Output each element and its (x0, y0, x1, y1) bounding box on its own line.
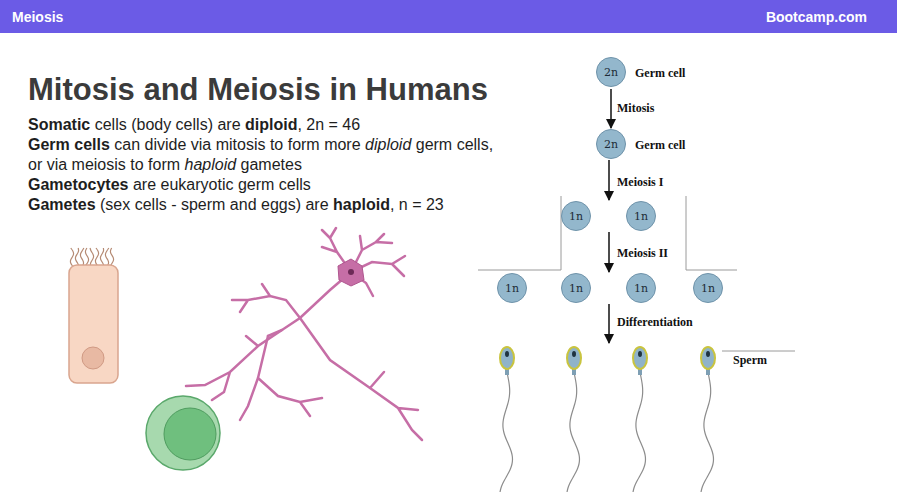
neuron-soma (338, 259, 364, 286)
cilia (70, 248, 113, 266)
term: Gametocytes (28, 176, 129, 193)
emphasis: haploid (184, 156, 236, 173)
body-phrase: , 2n = 46 (297, 116, 360, 133)
ciliated-cell (69, 265, 118, 383)
stage-label: Meiosis II (617, 246, 668, 261)
body-line: Somatic cells (body cells) are diploid, … (28, 115, 506, 135)
cilium (110, 248, 113, 266)
cell-circle: 1n (497, 273, 527, 303)
stage-label: Mitosis (617, 101, 654, 116)
term: Germ cells (28, 136, 110, 153)
sperm-cells (500, 347, 715, 492)
ploidy-label: 1n (634, 210, 648, 223)
cilium (75, 248, 79, 266)
body-phrase: can divide via mitosis to form more (110, 136, 365, 153)
ploidy-label: 1n (569, 282, 583, 295)
ploidy-label: 1n (634, 282, 648, 295)
cilium (95, 248, 98, 266)
neuron (186, 228, 422, 440)
cell-name: Germ cell (635, 138, 685, 153)
ploidy-label: 2n (604, 66, 618, 79)
cell-name: Germ cell (635, 66, 685, 81)
sperm-cell (633, 347, 647, 492)
body-phrase: gametes (236, 156, 302, 173)
cell-circle: 1n (561, 273, 591, 303)
body-line: Gametocytes are eukaryotic germ cells (28, 175, 506, 195)
frame-line (478, 196, 795, 351)
round-cell-nucleus (164, 408, 216, 460)
cilium (80, 248, 83, 266)
cilium (85, 248, 88, 266)
term: Somatic (28, 116, 90, 133)
header-site: Bootcamp.com (766, 9, 867, 25)
cell-nucleus (82, 347, 104, 369)
ploidy-label: 1n (505, 282, 519, 295)
body-phrase: , n = 23 (390, 196, 444, 213)
term: haploid (333, 196, 390, 213)
ploidy-label: 1n (569, 210, 583, 223)
round-cell (146, 396, 220, 470)
stage-arrow (610, 89, 612, 128)
ploidy-label: 2n (604, 138, 618, 151)
emphasis: diploid (365, 136, 411, 153)
body-phrase: are eukaryotic germ cells (129, 176, 311, 193)
ploidy-label: 1n (701, 282, 715, 295)
term: diploid (245, 116, 297, 133)
body-text: Somatic cells (body cells) are diploid, … (28, 115, 506, 215)
sperm-cell (500, 347, 514, 492)
cell-circle: 1n (626, 273, 656, 303)
header-bar (0, 0, 897, 33)
cell-circle: 1n (626, 201, 656, 231)
sperm-cell (567, 347, 581, 492)
cell-circle: 1n (561, 201, 591, 231)
body-phrase: cells (body cells) are (90, 116, 245, 133)
cell-circle: 1n (693, 273, 723, 303)
stage-arrow (608, 160, 610, 343)
stage-label: Meiosis I (617, 175, 663, 190)
cilium (70, 248, 73, 266)
cilium (100, 248, 104, 266)
cilium (90, 248, 94, 266)
cell-label: Sperm (733, 353, 767, 368)
slide-title: Mitosis and Meiosis in Humans (28, 72, 488, 108)
cell-circle: 2nGerm cell (596, 57, 626, 87)
neuron-nucleus (348, 269, 354, 275)
term: Gametes (28, 196, 96, 213)
cilium (105, 248, 108, 266)
header-topic: Meiosis (12, 9, 63, 25)
body-phrase: (sex cells - sperm and eggs) are (96, 196, 333, 213)
body-line: Gametes (sex cells - sperm and eggs) are… (28, 195, 506, 215)
stage-label: Differentiation (617, 315, 693, 330)
cell-circle: 2nGerm cell (596, 129, 626, 159)
body-line: Germ cells can divide via mitosis to for… (28, 135, 506, 175)
sperm-cell (701, 347, 715, 492)
